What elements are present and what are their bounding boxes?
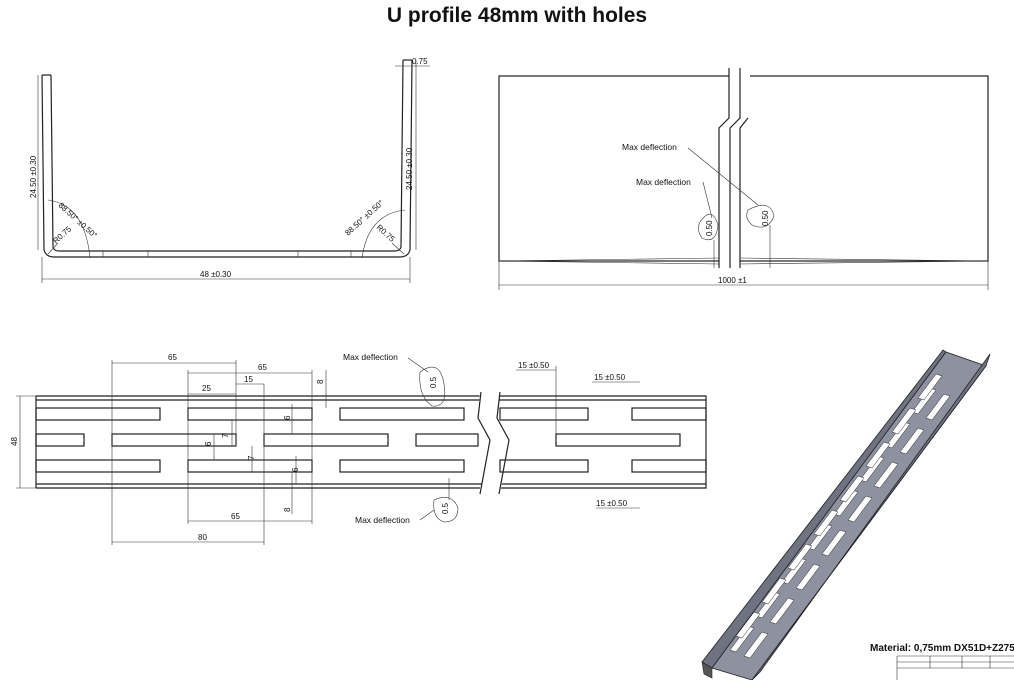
dim-65-bot: 65 <box>231 512 240 521</box>
dim-7-b: 7 <box>247 455 256 460</box>
dim-25: 25 <box>202 384 211 393</box>
side-view: 1000 ±1 Max deflection Max deflection 0.… <box>498 68 989 290</box>
left-radius-dimension: R0.75 <box>51 224 73 245</box>
max-deflection-label-bot: Max deflection <box>355 515 410 525</box>
section-view: 48 ±0.30 24.50 ±0.30 24.50 ±0.30 0.75 88… <box>29 57 430 283</box>
width-dimension: 48 ±0.30 <box>200 270 232 279</box>
right-radius-dimension: R0.75 <box>375 223 397 244</box>
iso-slots <box>729 373 951 659</box>
page-title: U profile 48mm with holes <box>386 4 648 27</box>
dim-15-050-a: 15 ±0.50 <box>518 361 550 370</box>
slot-row-2 <box>35 433 681 447</box>
dim-8-bot: 8 <box>283 507 292 512</box>
left-height-dimension: 24.50 ±0.30 <box>29 155 38 198</box>
dim-6-a: 6 <box>283 415 292 420</box>
max-deflection-label-2: Max deflection <box>636 177 691 187</box>
dim-15-050-c: 15 ±0.50 <box>596 499 628 508</box>
dim-6-b: 6 <box>204 441 213 446</box>
plan-view: 48 65 65 25 15 8 6 7 6 7 6 8 65 80 <box>10 352 707 545</box>
isometric-view <box>701 349 991 680</box>
length-dimension: 1000 ±1 <box>718 276 747 285</box>
thickness-dimension: 0.75 <box>412 57 428 66</box>
material-spec: Material: 0,75mm DX51D+Z275 <box>870 643 1014 654</box>
title-block <box>896 655 1014 680</box>
slot-row-3 <box>35 459 707 473</box>
dim-15: 15 <box>244 375 253 384</box>
dim-6-c: 6 <box>291 467 300 472</box>
deflection-value-2: 0.50 <box>761 210 770 226</box>
dim-8-top: 8 <box>316 379 325 384</box>
right-height-dimension: 24.50 ±0.30 <box>405 147 414 190</box>
deflection-top-value: 0.5 <box>429 376 438 388</box>
dim-15-050-b: 15 ±0.50 <box>594 373 626 382</box>
deflection-bot-value: 0.5 <box>441 502 450 514</box>
dim-7-a: 7 <box>221 433 230 438</box>
dim-80: 80 <box>198 533 207 542</box>
dim-48: 48 <box>10 437 19 446</box>
dim-65-mid: 65 <box>258 363 267 372</box>
slot-row-1 <box>35 407 707 421</box>
dim-65-top: 65 <box>168 353 177 362</box>
max-deflection-label-top: Max deflection <box>343 352 398 362</box>
max-deflection-label-1: Max deflection <box>622 142 677 152</box>
deflection-value-1: 0.50 <box>705 220 714 236</box>
